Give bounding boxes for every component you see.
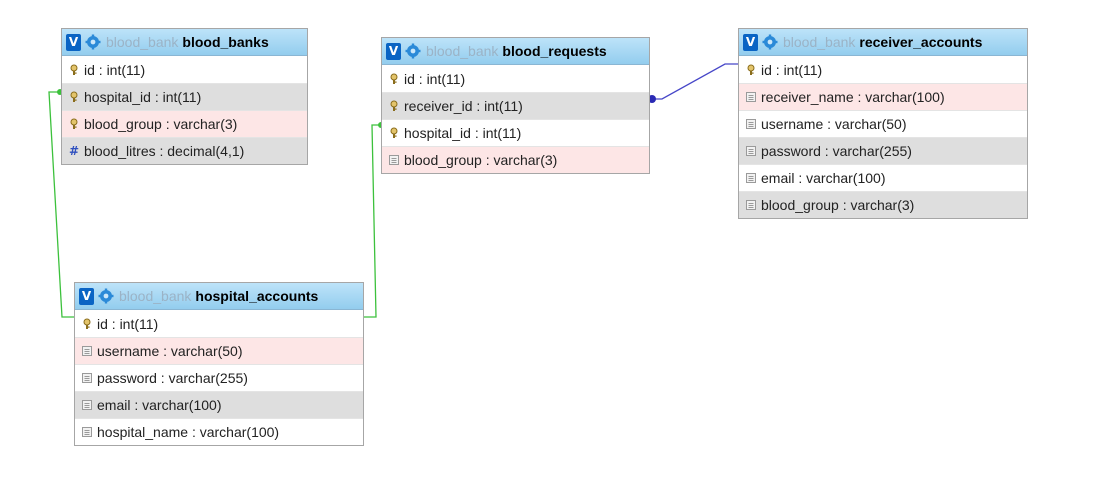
table-name: blood_banks: [182, 34, 269, 50]
column-row[interactable]: id : int(11): [739, 56, 1027, 83]
column-label: id : int(11): [404, 70, 466, 87]
column-row[interactable]: id : int(11): [382, 65, 649, 92]
column-row[interactable]: email : varchar(100): [75, 391, 363, 418]
text-icon: [82, 400, 92, 410]
table-receiver-accounts[interactable]: V blood_bank receiver_accounts id : int(…: [738, 28, 1028, 219]
key-icon: [390, 100, 398, 111]
key-icon: [747, 64, 755, 75]
text-icon: [389, 155, 399, 165]
database-name: blood_bank: [106, 34, 179, 50]
relation-endpoint: [648, 95, 656, 103]
text-icon: [746, 119, 756, 129]
column-label: email : varchar(100): [97, 397, 222, 413]
relation-line-hospital-accounts-blood-banks: [48, 91, 75, 318]
key-icon: [70, 118, 78, 129]
column-row[interactable]: id : int(11): [62, 56, 307, 83]
toggle-columns-button[interactable]: V: [743, 33, 758, 51]
column-row[interactable]: receiver_name : varchar(100): [739, 83, 1027, 110]
column-label: hospital_id : int(11): [404, 125, 522, 141]
column-label: receiver_name : varchar(100): [761, 89, 945, 105]
gear-icon[interactable]: [85, 34, 101, 50]
column-label: password : varchar(255): [761, 143, 912, 159]
column-label: id : int(11): [97, 315, 159, 332]
relation-line-hospital-accounts-blood-requests: [363, 124, 381, 318]
table-blood-requests[interactable]: V blood_bank blood_requests id : int(11)…: [381, 37, 650, 174]
table-header[interactable]: V blood_bank blood_requests: [382, 38, 649, 65]
relation-line-blood-requests-receiver-accounts: [650, 63, 738, 100]
text-icon: [746, 173, 756, 183]
column-label: blood_group : varchar(3): [404, 152, 558, 168]
column-row[interactable]: password : varchar(255): [75, 364, 363, 391]
table-name: receiver_accounts: [859, 34, 983, 50]
key-icon: [390, 127, 398, 138]
column-label: receiver_id : int(11): [404, 98, 523, 114]
column-label: username : varchar(50): [761, 116, 907, 132]
column-row[interactable]: username : varchar(50): [739, 110, 1027, 137]
table-header[interactable]: V blood_bank blood_banks: [62, 29, 307, 56]
column-row[interactable]: hospital_name : varchar(100): [75, 418, 363, 445]
column-label: hospital_id : int(11): [84, 89, 202, 105]
toggle-columns-button[interactable]: V: [79, 287, 94, 305]
column-label: hospital_name : varchar(100): [97, 424, 280, 440]
column-row[interactable]: id : int(11): [75, 310, 363, 337]
hash-icon: #: [68, 144, 80, 158]
table-name: hospital_accounts: [195, 288, 319, 304]
key-icon: [70, 91, 78, 102]
text-icon: [82, 373, 92, 383]
table-hospital-accounts[interactable]: V blood_bank hospital_accounts id : int(…: [74, 282, 364, 446]
column-row[interactable]: password : varchar(255): [739, 137, 1027, 164]
column-row[interactable]: blood_group : varchar(3): [62, 110, 307, 137]
text-icon: [746, 92, 756, 102]
table-name: blood_requests: [502, 43, 607, 59]
gear-icon[interactable]: [98, 288, 114, 304]
column-row[interactable]: email : varchar(100): [739, 164, 1027, 191]
database-name: blood_bank: [119, 288, 192, 304]
database-name: blood_bank: [426, 43, 499, 59]
table-header[interactable]: V blood_bank hospital_accounts: [75, 283, 363, 310]
database-name: blood_bank: [783, 34, 856, 50]
gear-icon[interactable]: [405, 43, 421, 59]
column-label: password : varchar(255): [97, 370, 248, 386]
column-label: blood_group : varchar(3): [761, 197, 915, 213]
column-row[interactable]: blood_group : varchar(3): [739, 191, 1027, 218]
column-row[interactable]: receiver_id : int(11): [382, 92, 649, 119]
column-label: id : int(11): [84, 61, 146, 78]
column-label: username : varchar(50): [97, 343, 243, 359]
key-icon: [83, 318, 91, 329]
text-icon: [746, 200, 756, 210]
text-icon: [82, 346, 92, 356]
toggle-columns-button[interactable]: V: [386, 42, 401, 60]
column-label: blood_group : varchar(3): [84, 116, 238, 132]
gear-icon[interactable]: [762, 34, 778, 50]
text-icon: [82, 427, 92, 437]
column-row[interactable]: username : varchar(50): [75, 337, 363, 364]
column-row[interactable]: hospital_id : int(11): [382, 119, 649, 146]
column-label: id : int(11): [761, 61, 823, 78]
toggle-columns-button[interactable]: V: [66, 33, 81, 51]
key-icon: [390, 73, 398, 84]
text-icon: [746, 146, 756, 156]
column-row[interactable]: hospital_id : int(11): [62, 83, 307, 110]
column-row[interactable]: # blood_litres : decimal(4,1): [62, 137, 307, 164]
key-icon: [70, 64, 78, 75]
table-blood-banks[interactable]: V blood_bank blood_banks id : int(11) hos…: [61, 28, 308, 165]
column-label: email : varchar(100): [761, 170, 886, 186]
column-label: blood_litres : decimal(4,1): [84, 143, 245, 159]
column-row[interactable]: blood_group : varchar(3): [382, 146, 649, 173]
table-header[interactable]: V blood_bank receiver_accounts: [739, 29, 1027, 56]
